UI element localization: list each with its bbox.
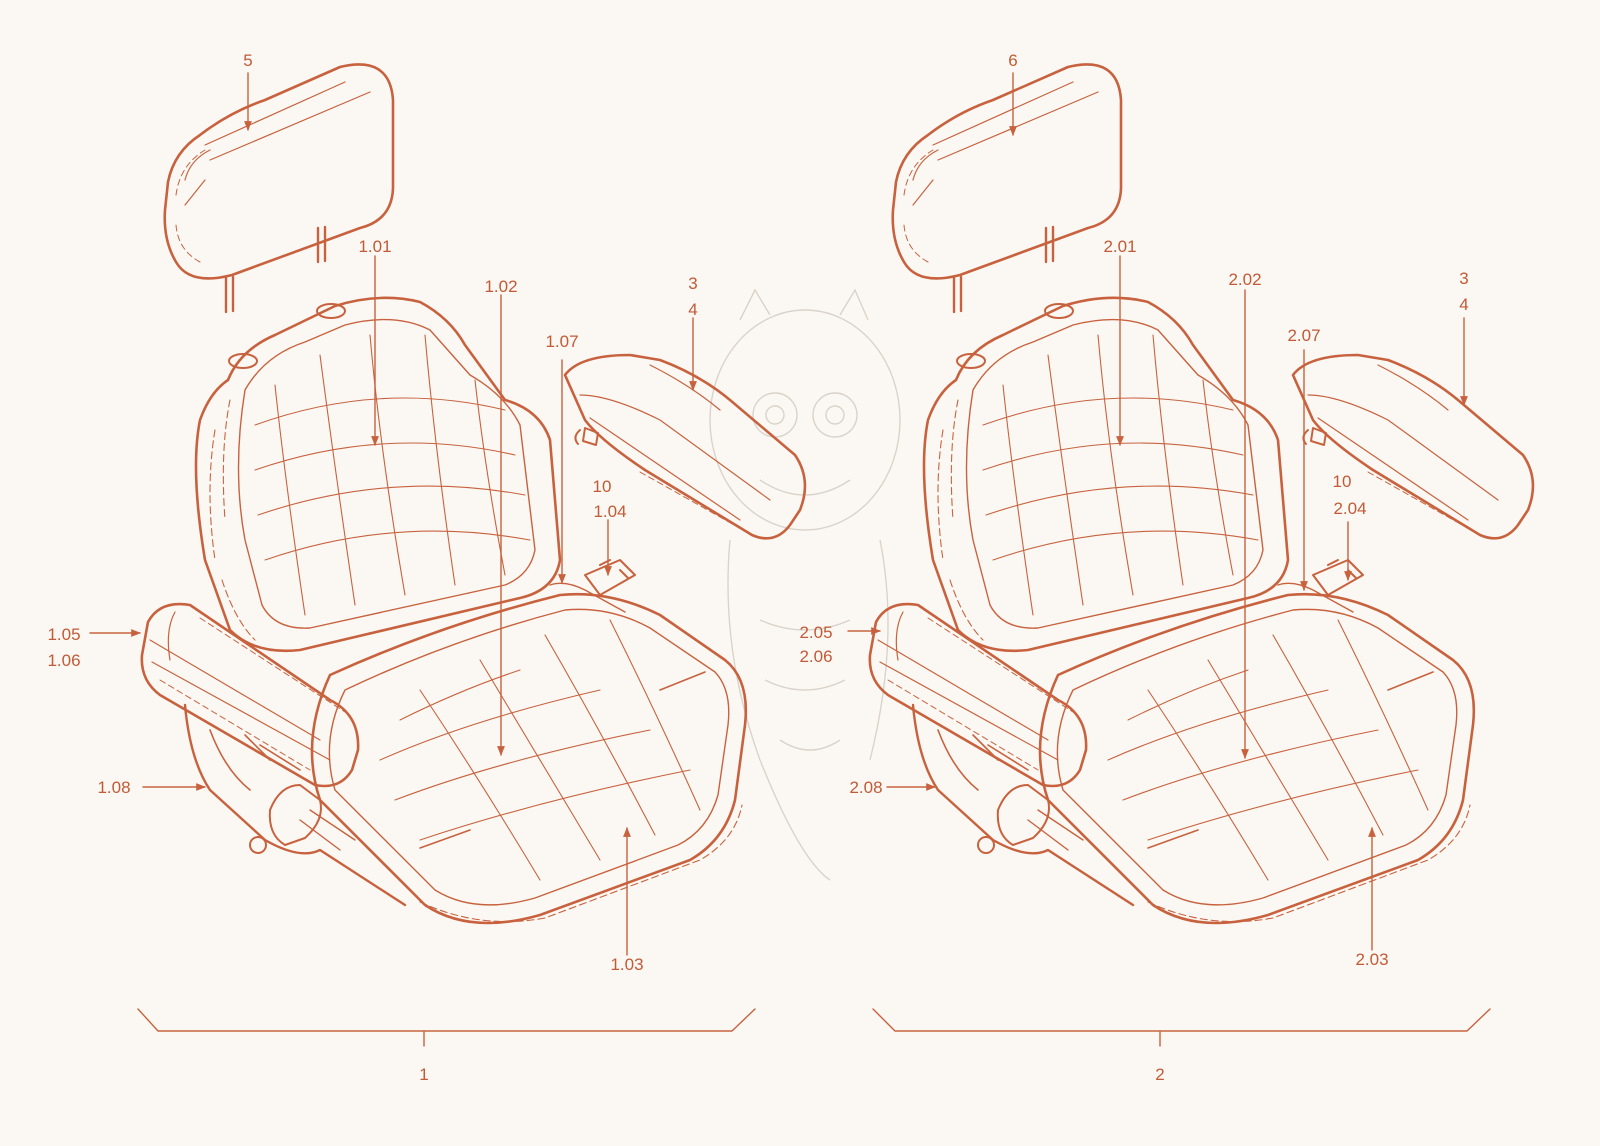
label-cushion-1: 1.02 <box>484 277 517 296</box>
label-armrest-2b: 4 <box>1459 295 1468 314</box>
seat-assembly-2 <box>868 63 1535 925</box>
label-assembly-1: 1 <box>419 1065 428 1084</box>
label-cushion-2: 2.02 <box>1228 270 1261 289</box>
label-hinge-1: 1.07 <box>545 332 578 351</box>
label-armrest-1b: 4 <box>688 300 697 319</box>
label-headrest-1: 5 <box>243 51 252 70</box>
assembly-bracket-1 <box>137 1008 756 1047</box>
label-buckle-1a: 10 <box>593 477 612 496</box>
label-left-armrest-1b: 1.06 <box>47 651 80 670</box>
label-front-1: 1.03 <box>610 955 643 974</box>
label-assembly-2: 2 <box>1155 1065 1164 1084</box>
label-front-2: 2.03 <box>1355 950 1388 969</box>
assembly-bracket-2 <box>872 1008 1491 1047</box>
label-buckle-2b: 2.04 <box>1333 499 1366 518</box>
label-armrest-1a: 3 <box>688 274 697 293</box>
label-base-1: 1.08 <box>97 778 130 797</box>
label-left-armrest-1a: 1.05 <box>47 625 80 644</box>
label-headrest-2: 6 <box>1008 51 1017 70</box>
label-backrest-2: 2.01 <box>1103 237 1136 256</box>
label-hinge-2: 2.07 <box>1287 326 1320 345</box>
label-left-armrest-2a: 2.05 <box>799 623 832 642</box>
seat-assembly-1 <box>140 63 807 925</box>
label-base-2: 2.08 <box>849 778 882 797</box>
leader-lines <box>89 72 1468 956</box>
label-buckle-1b: 1.04 <box>593 502 626 521</box>
label-buckle-2a: 10 <box>1333 472 1352 491</box>
label-armrest-2a: 3 <box>1459 269 1468 288</box>
label-left-armrest-2b: 2.06 <box>799 647 832 666</box>
label-backrest-1: 1.01 <box>358 237 391 256</box>
